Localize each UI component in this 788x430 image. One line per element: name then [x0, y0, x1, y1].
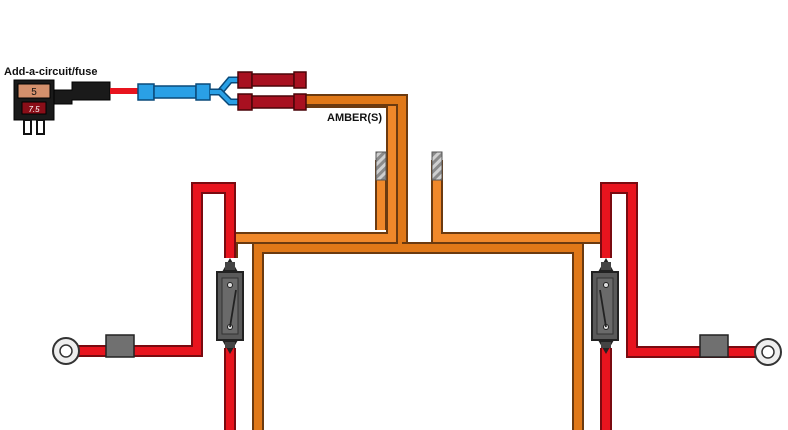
fuse-top-value: 5 [31, 87, 37, 98]
blue-butt-connector [137, 83, 211, 101]
amber-wire-right-cut-end [431, 151, 443, 181]
red-wire-left-ground [78, 182, 236, 357]
amber-wire-label: AMBER(S) [327, 112, 382, 124]
amber-wire-left-branch [226, 96, 398, 258]
add-a-circuit-label: Add-a-circuit/fuse [4, 66, 98, 78]
red-connector-bottom [237, 93, 307, 111]
amber-wire-right-drop [402, 242, 584, 430]
fuse-top-slot [17, 83, 51, 99]
red-connector-top [237, 71, 307, 89]
terminal-block-right [699, 334, 729, 358]
blue-splice-fork [210, 76, 240, 106]
ring-terminal-icon [754, 338, 782, 366]
terminal-block-left [105, 334, 135, 358]
amber-wire-left-cut-end [375, 151, 387, 181]
amber-wire-left-drop [252, 94, 408, 430]
ring-terminal-icon [52, 337, 80, 365]
add-a-circuit-fuse-icon: 5 7.5 [13, 79, 111, 135]
fuse-bottom-value: 7.5 [28, 105, 40, 114]
toggle-switch-icon [216, 258, 244, 354]
fuse-bottom-slot [21, 101, 47, 115]
amber-wire-right-branch [431, 160, 612, 258]
toggle-switch-icon [591, 258, 619, 354]
red-wire-right-ground [600, 182, 758, 358]
